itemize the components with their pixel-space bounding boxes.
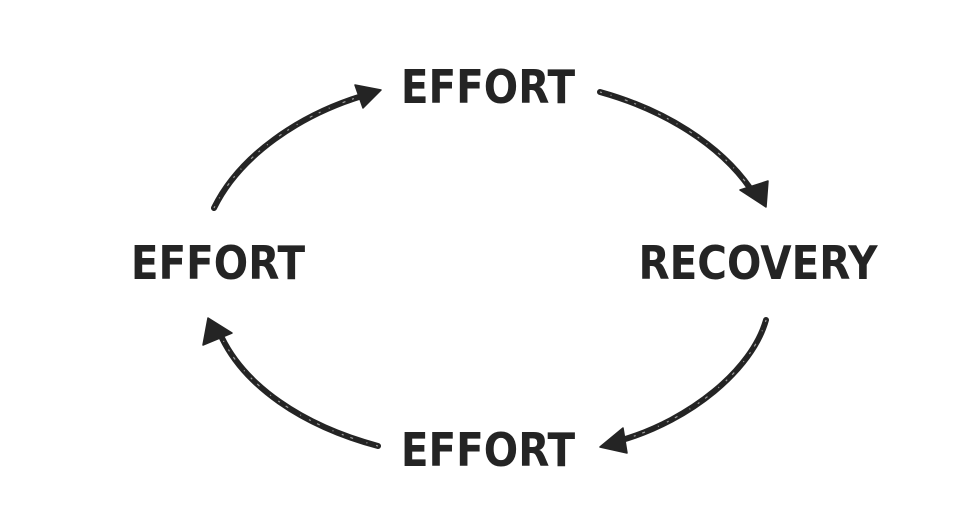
- node-effort-left: EFFORT: [130, 236, 306, 290]
- arrow-bottom-to-left-texture: [221, 337, 379, 447]
- node-recovery-right: RECOVERY: [638, 236, 878, 290]
- arrow-left-to-top: [211, 84, 382, 211]
- arrow-right-to-bottom: [599, 317, 769, 454]
- node-effort-bottom: EFFORT: [400, 423, 576, 477]
- arrow-top-to-right: [597, 89, 769, 208]
- arrow-top-to-right-head: [739, 180, 769, 208]
- node-effort-top: EFFORT: [400, 60, 576, 114]
- arrow-left-to-top-head: [354, 84, 382, 109]
- arrow-right-to-bottom-texture: [621, 319, 767, 441]
- arrow-left-to-top-line: [211, 93, 365, 211]
- arrow-right-to-bottom-line: [619, 317, 769, 443]
- arrow-right-to-bottom-head: [599, 427, 628, 454]
- arrow-bottom-to-left-head: [202, 317, 233, 346]
- arrow-bottom-to-left: [202, 317, 381, 449]
- arrow-bottom-to-left-line: [219, 335, 381, 449]
- arrow-left-to-top-texture: [213, 95, 363, 209]
- arrow-top-to-right-line: [597, 89, 753, 191]
- arrow-top-to-right-texture: [599, 91, 751, 189]
